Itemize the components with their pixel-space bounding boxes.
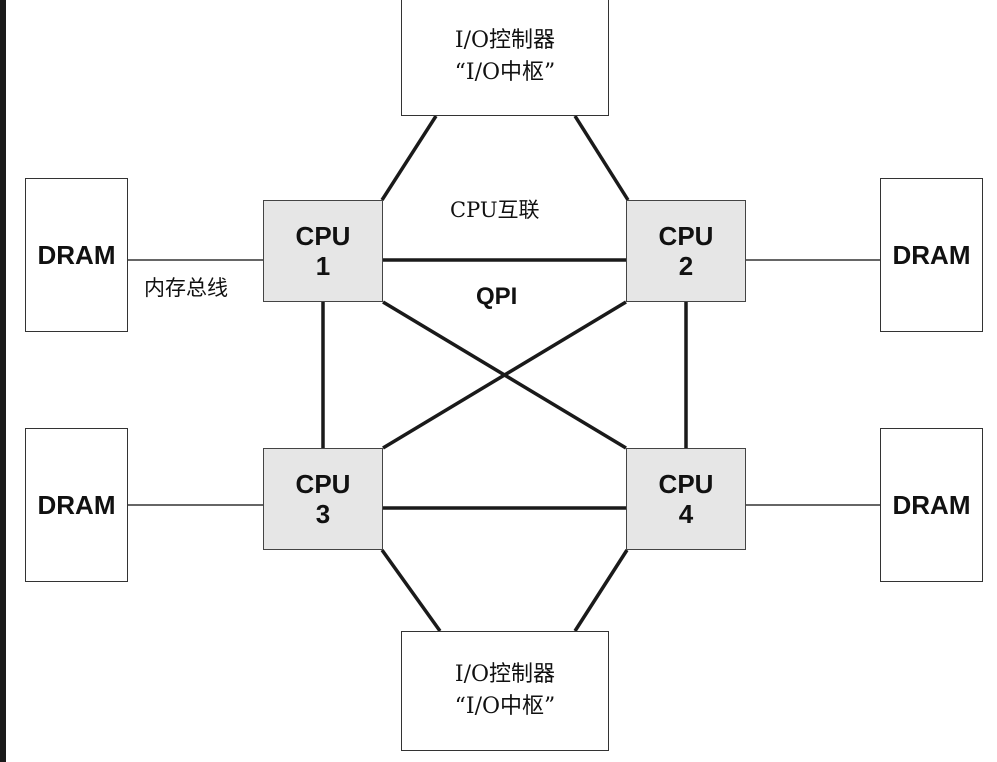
io-hub-bottom-line2: “I/O中枢” — [454, 694, 556, 719]
io-link-top-cpu2 — [573, 115, 630, 201]
cpu-4-number: 4 — [678, 499, 694, 529]
cpu-3-label: CPU — [295, 469, 351, 499]
dram-top-right-label: DRAM — [892, 240, 971, 270]
cpu-3-number: 3 — [315, 499, 331, 529]
cpu-2-label: CPU — [658, 221, 714, 251]
io-link-bottom-cpu4 — [573, 549, 629, 632]
cpu-1-number: 1 — [315, 251, 331, 281]
dram-bottom-right-label: DRAM — [892, 490, 971, 520]
io-hub-top-line1: I/O控制器 — [454, 28, 556, 53]
dram-bottom-left: DRAM — [25, 428, 128, 582]
dram-top-left-label: DRAM — [37, 240, 116, 270]
io-hub-top: I/O控制器 “I/O中枢” — [401, 0, 609, 116]
dram-bottom-right: DRAM — [880, 428, 983, 582]
qpi-link-2-3 — [382, 300, 627, 450]
cpu-1: CPU 1 — [263, 200, 383, 302]
cpu-2: CPU 2 — [626, 200, 746, 302]
io-link-top-cpu1 — [380, 115, 438, 201]
cpu-2-number: 2 — [678, 251, 694, 281]
qpi-label: QPI — [476, 283, 518, 310]
memory-bus-label: 内存总线 — [144, 276, 228, 300]
io-link-bottom-cpu3 — [380, 548, 442, 633]
io-hub-bottom: I/O控制器 “I/O中枢” — [401, 631, 609, 751]
dram-top-left: DRAM — [25, 178, 128, 332]
io-hub-top-line2: “I/O中枢” — [454, 60, 556, 85]
cpu-4: CPU 4 — [626, 448, 746, 550]
io-hub-bottom-line1: I/O控制器 — [454, 662, 556, 687]
cpu-4-label: CPU — [658, 469, 714, 499]
dram-bottom-left-label: DRAM — [37, 490, 116, 520]
dram-top-right: DRAM — [880, 178, 983, 332]
cpu-interconnect-label: CPU互联 — [450, 198, 540, 222]
left-border-strip — [0, 0, 6, 762]
cpu-3: CPU 3 — [263, 448, 383, 550]
cpu-1-label: CPU — [295, 221, 351, 251]
